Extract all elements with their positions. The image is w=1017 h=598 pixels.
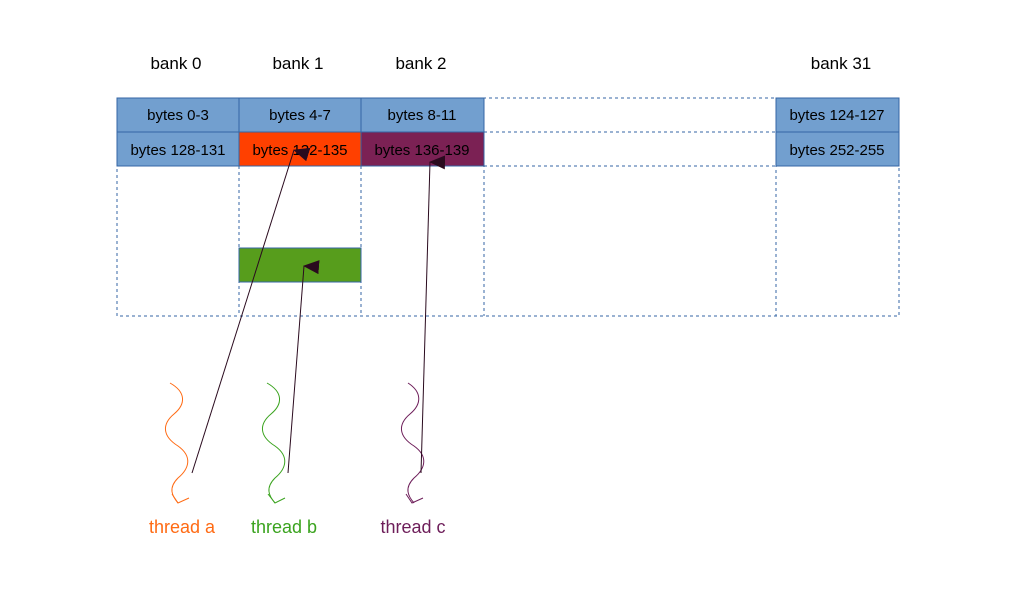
cell-text-bank2-row1: bytes 136-139 [374,142,469,159]
cell-text-bank0-row0: bytes 0-3 [147,107,209,124]
bank-label-0: bank 0 [150,54,201,73]
dashed-grid [116,97,900,317]
cell-text-bank1-row0: bytes 4-7 [269,107,331,124]
cell-bank31-row1 [775,131,900,167]
cell-text-bank2-row0: bytes 8-11 [388,107,457,124]
cell-bank1-highlight-b [238,247,362,283]
cell-bank2-row1-highlight-c [360,131,485,167]
thread-label-b: thread b [251,517,317,537]
thread-c-wave-tip [405,493,424,504]
thread-c-wave [401,382,425,504]
arrow-thread-a [191,147,311,474]
bank-label-31: bank 31 [811,54,872,73]
cell-bank0-row1 [116,131,240,167]
bank-label-2: bank 2 [395,54,446,73]
arrow-thread-c [420,155,446,474]
cell-text-bank31-row1: bytes 252-255 [789,142,884,159]
thread-a-wave [165,382,189,504]
cell-text-bank1-row1: bytes 132-135 [252,142,347,159]
arrow-thread-b [287,260,320,474]
cell-text-bank31-row0: bytes 124-127 [789,107,884,124]
thread-b-wave [262,382,286,504]
bank-label-1: bank 1 [272,54,323,73]
cell-bank2-row0 [360,97,485,133]
thread-a-wave-tip [171,493,190,504]
thread-b-wave-tip [267,493,286,504]
cell-text-bank0-row1: bytes 128-131 [130,142,225,159]
cell-bank0-row0 [116,97,240,133]
thread-label-a: thread a [149,517,216,537]
thread-label-c: thread c [380,517,445,537]
